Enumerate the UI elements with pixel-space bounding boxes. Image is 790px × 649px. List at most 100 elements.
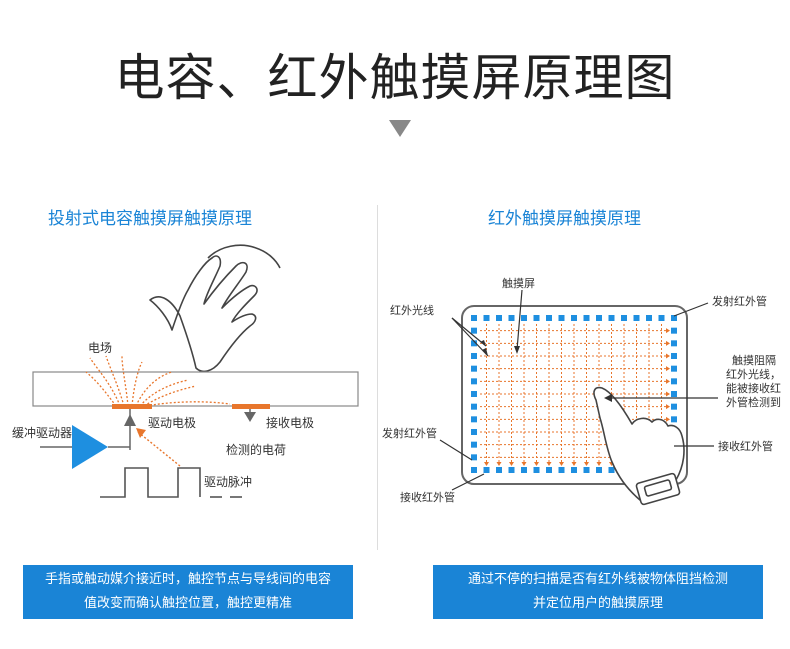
ir-beam-arrow [666,353,670,359]
capacitive-diagram: 电场 缓冲驱动器 驱动电极 接收电极 检测的电荷 驱动脉冲 [12,244,359,498]
receive-electrode [232,404,270,409]
infrared-caption-line-2: 并定位用户的触摸原理 [532,596,663,611]
ir-tube [471,340,477,347]
ir-tube [521,467,527,473]
ir-tube [621,315,627,321]
ir-beam-arrow [666,391,670,397]
label-touchscreen: 触摸屏 [502,276,535,290]
ir-tube [583,315,590,321]
label-blocked-2: 红外光线， [726,367,781,381]
label-blocked-3: 能被接收红 [726,381,781,395]
ir-beam-arrow [571,462,577,466]
glass-layer [32,371,359,407]
ir-tube [471,441,477,448]
ir-tube [471,353,477,359]
ir-tube [596,315,602,321]
label-buffer: 缓冲驱动器 [12,425,72,440]
ir-tube [471,378,477,385]
ir-tube [496,467,502,473]
ir-beam-arrow [496,462,502,466]
ir-tube [571,467,577,473]
infrared-caption: 通过不停的扫描是否有红外线被物体阻挡检测 并定位用户的触摸原理 [433,565,763,619]
ir-tube [633,315,640,321]
label-detected-charge: 检测的电荷 [226,442,286,457]
ir-tube [671,365,677,372]
infrared-heading: 红外触摸屏触摸原理 [488,209,641,229]
label-emit-top: 发射红外管 [712,294,767,308]
label-drive-pulse: 驱动脉冲 [204,474,252,489]
ir-tube [671,416,677,423]
ir-beam-arrow [521,462,527,466]
ir-tube [471,327,477,334]
ir-tube [471,467,477,473]
dotted-arrow-head-icon [136,428,146,438]
ir-beam-arrow [596,462,602,466]
ir-tube [671,403,677,410]
ir-tube [496,315,502,321]
ir-tube [671,353,677,359]
ir-tube [471,429,477,435]
ir-tube [671,391,677,397]
ir-tube [671,340,677,347]
ir-tube [471,416,477,423]
ir-tube [571,315,577,321]
page-title: 电容、红外触摸屏原理图 [114,49,676,107]
label-drive-electrode: 驱动电极 [148,416,196,430]
ir-tube [483,467,490,473]
ir-tube [546,467,552,473]
pointer-arrow-4-icon [604,394,612,402]
ir-tube [471,403,477,410]
ir-beam-arrow [534,462,539,466]
pointer-arrow-1-icon [480,340,486,346]
ir-tube [471,365,477,372]
ir-tube [608,315,615,321]
infrared-caption-line-1: 通过不停的扫描是否有红外线被物体阻挡检测 [467,572,728,587]
label-field: 电场 [88,341,112,355]
capacitive-caption-line-1: 手指或触动媒介接近时，触控节点与导线间的电容 [44,572,331,587]
pointer-arrow-2-icon [482,348,488,356]
ir-beam-arrow [584,462,589,466]
pointer-arrow-3-icon [514,346,520,354]
ir-beam-arrow [666,404,670,410]
ir-tube [583,467,590,473]
label-receive-bottom: 接收红外管 [400,490,455,504]
ir-beam-arrow [666,366,670,372]
ir-tube [508,315,515,321]
up-arrow-icon [124,414,136,426]
ir-tube [533,467,540,473]
section-divider [377,205,378,550]
ir-tube [533,315,540,321]
ir-beam-arrow [546,462,552,466]
label-emit-left: 发射红外管 [382,426,437,440]
infrared-diagram: 红外光线 触摸屏 发射红外管 触摸阻隔 红外光线， 能被接收红 外管检测到 发射… [382,276,781,506]
ir-tube [471,391,477,397]
capacitive-caption: 手指或触动媒介接近时，触控节点与导线间的电容 值改变而确认触控位置，触控更精准 [23,565,353,619]
label-receive-electrode: 接收电极 [266,415,314,430]
capacitive-heading: 投射式电容触摸屏触摸原理 [48,209,252,229]
buffer-amplifier-icon [72,425,108,469]
ir-tube [671,315,677,321]
ir-beam-arrow [484,462,489,466]
ir-tube [471,454,477,461]
hand-icon [149,244,281,373]
down-arrow-small-icon [244,412,256,422]
ir-tube [671,327,677,334]
ir-tube [558,315,565,321]
ir-tube [558,467,565,473]
ir-beam-arrow [666,416,670,422]
down-arrow-icon [389,120,411,137]
label-ir-light: 红外光线 [390,303,434,317]
ir-tube [508,467,515,473]
ir-tube [596,467,602,473]
label-receive-right: 接收红外管 [718,439,773,453]
ir-tube [471,315,477,321]
ir-tube [608,467,615,473]
ir-tube [658,315,665,321]
ir-tube [646,315,652,321]
ir-beam-arrow [509,462,514,466]
ir-beam-arrow [666,378,670,384]
ir-beam-arrow [666,340,670,346]
drive-electrode [112,404,152,409]
drive-pulse-waveform [100,467,201,498]
label-blocked-4: 外管检测到 [726,395,781,409]
